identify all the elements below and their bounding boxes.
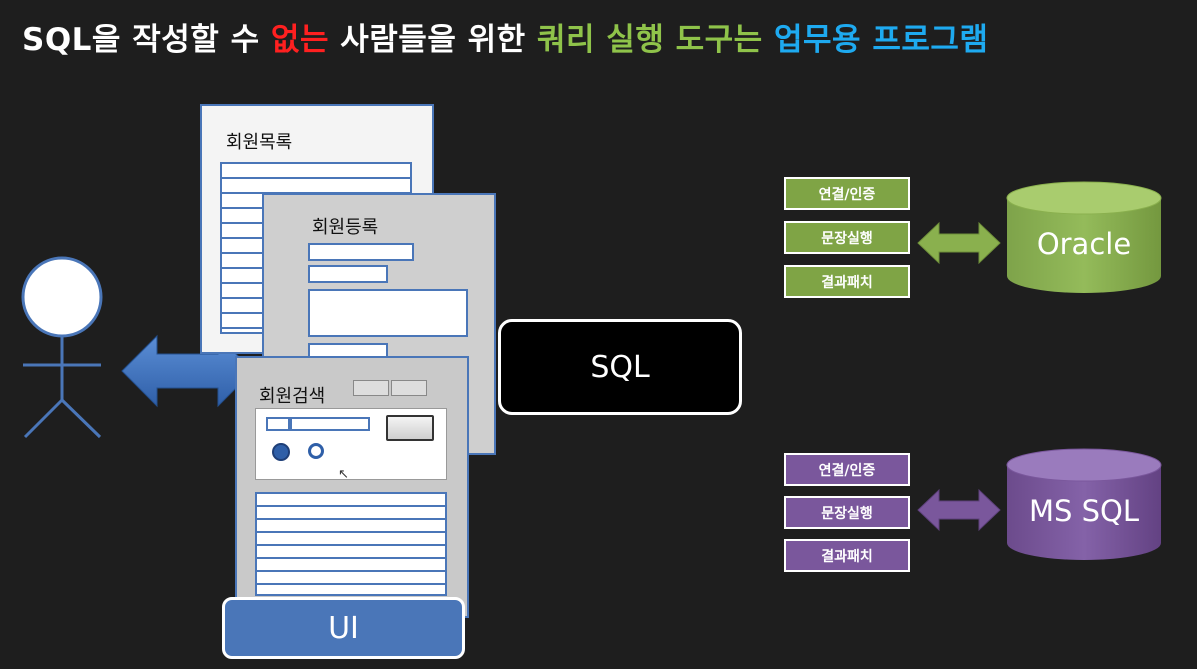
title-part-3: 사람들을 위한 [328,22,537,58]
register-field-2[interactable] [308,265,388,283]
radio-option-1[interactable] [272,443,290,461]
search-field-1[interactable] [266,417,290,431]
search-tab-1[interactable] [353,380,389,396]
mssql-step-execute: 문장실행 [784,496,910,529]
mssql-step-connect: 연결/인증 [784,453,910,486]
member-search-label: 회원검색 [259,386,326,407]
member-register-label: 회원등록 [312,217,379,238]
oracle-step-connect: 연결/인증 [784,177,910,210]
user-figure-icon [21,256,103,439]
oracle-double-arrow-icon [917,221,1001,265]
member-list-label: 회원목록 [226,132,293,153]
oracle-label: Oracle [1036,227,1132,261]
sql-box: SQL [498,319,742,415]
mssql-label: MS SQL [1028,494,1140,528]
register-field-3[interactable] [308,289,468,337]
oracle-database-icon [1006,181,1162,293]
oracle-step-fetch: 결과패치 [784,265,910,298]
cursor-icon: ↖ [338,467,349,482]
title-part-1: SQL을 작성할 수 [22,22,271,58]
mssql-double-arrow-icon [917,488,1001,532]
search-field-2[interactable] [290,417,370,431]
title-part-4: 쿼리 실행 도구는 [536,22,763,58]
mssql-step-fetch: 결과패치 [784,539,910,572]
radio-option-2[interactable] [308,443,324,459]
title-part-5: 업무용 프로그램 [762,22,989,58]
oracle-step-execute: 문장실행 [784,221,910,254]
search-tab-2[interactable] [391,380,427,396]
title-part-2: 없는 [270,22,329,58]
search-button[interactable] [386,415,434,441]
ui-box: UI [222,597,465,659]
mssql-database-icon [1006,448,1162,560]
member-search-window: 회원검색 ↖ [235,356,469,618]
slide-title: SQL을 작성할 수 없는 사람들을 위한 쿼리 실행 도구는 업무용 프로그램 [22,14,988,59]
search-result-table [255,492,447,596]
register-field-1[interactable] [308,243,414,261]
search-panel: ↖ [255,408,447,482]
